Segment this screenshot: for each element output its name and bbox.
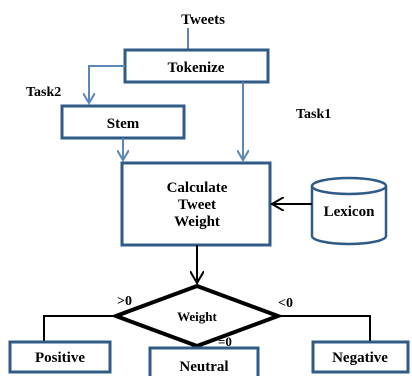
positive-label: Positive [35, 350, 85, 366]
neutral-box [148, 346, 260, 376]
calculate-label-line3: Weight [174, 214, 220, 230]
lt0-label: <0 [278, 296, 293, 311]
tweets-label: Tweets [181, 12, 225, 28]
lexicon-cylinder [310, 176, 388, 246]
negative-label: Negative [332, 350, 388, 366]
stem-label: Stem [107, 116, 140, 132]
task2-label: Task2 [26, 85, 61, 100]
calculate-label-line1: Calculate [167, 180, 228, 196]
lexicon-label: Lexicon [324, 204, 375, 220]
tokenize-box [123, 48, 270, 84]
calculate-tweet-weight-box [120, 161, 272, 247]
eq0-label: =0 [218, 334, 232, 349]
neutral-label: Neutral [179, 359, 228, 375]
stem-box [60, 104, 186, 140]
task1-label: Task1 [296, 107, 331, 122]
tokenize-label: Tokenize [168, 60, 225, 76]
weight-label: Weight [177, 309, 217, 324]
gt0-label: >0 [117, 294, 132, 309]
weight-to-positive-line [43, 315, 116, 342]
positive-box [8, 340, 112, 374]
tokenize-to-stem-arrow [89, 65, 125, 103]
negative-box [311, 340, 410, 374]
weight-to-negative-line [278, 315, 371, 342]
calculate-label-line2: Tweet [178, 197, 216, 213]
